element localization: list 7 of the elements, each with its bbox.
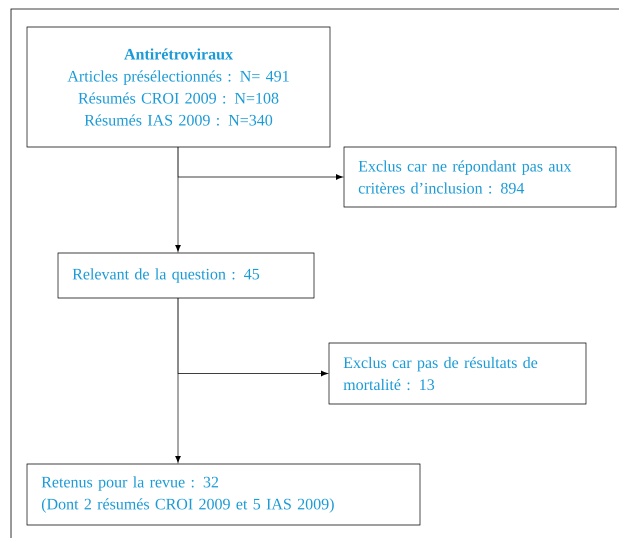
box: Relevant de la question : 45	[58, 252, 314, 298]
arrow	[175, 298, 181, 463]
arrow	[175, 146, 181, 252]
box: Retenus pour la revue : 32 (Dont 2 résumés CROI 2009 et 5 IAS 2009)	[26, 464, 420, 526]
box: Antirétroviraux Articles présélectionnés : N= 491 Résumés CROI 2009 : N=108 Résumés IAS 2009 : N=340	[26, 26, 330, 148]
box: Exclus car ne répondant pas aux critères d’inclusion : 894	[344, 146, 616, 208]
box: Exclus car pas de résultats de mortalité : 13	[328, 342, 586, 404]
